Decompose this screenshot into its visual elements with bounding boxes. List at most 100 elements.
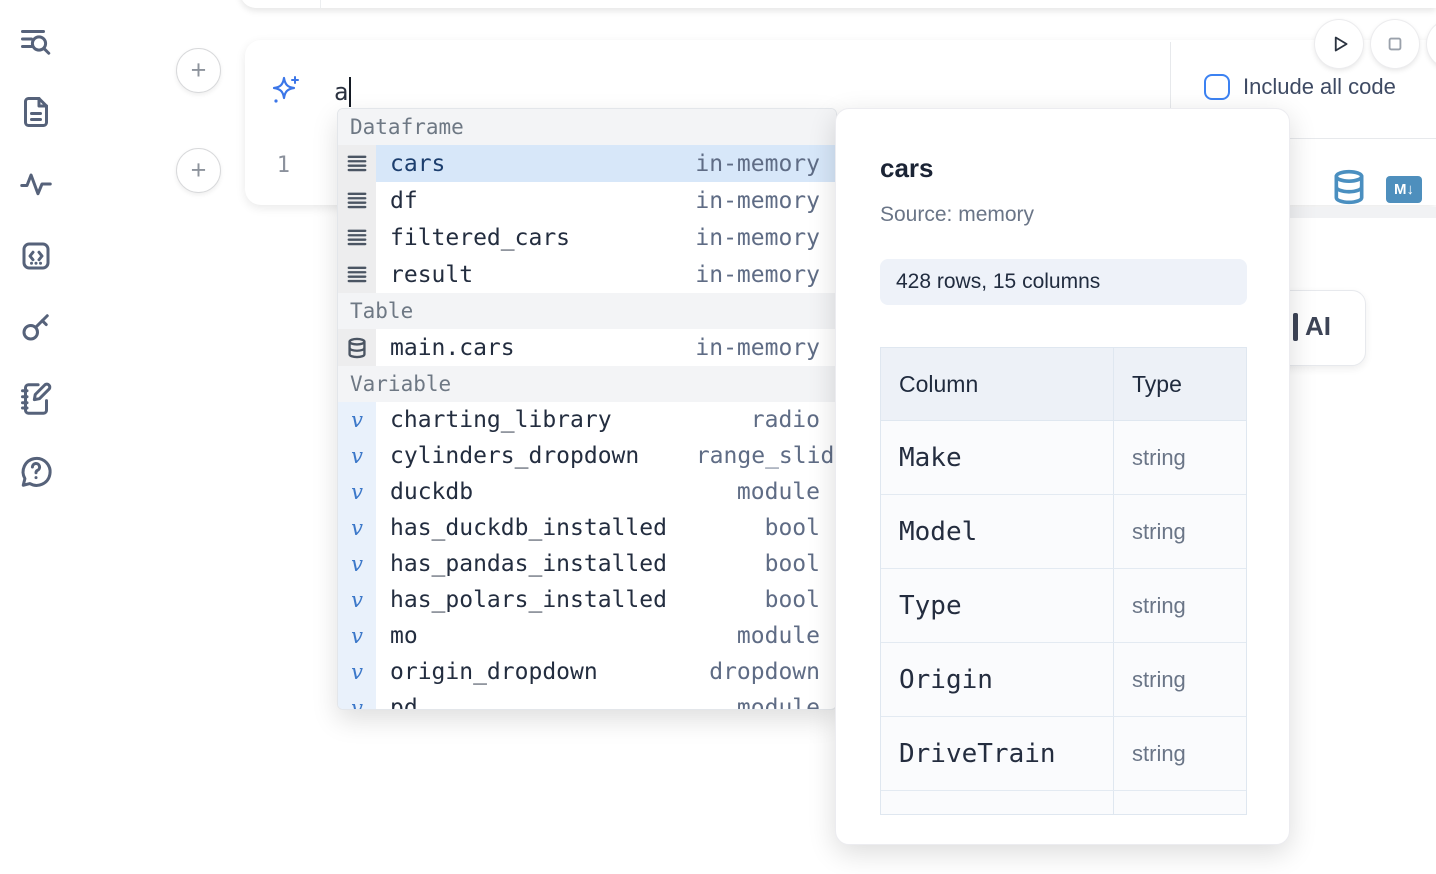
item-name: charting_library <box>390 407 612 433</box>
item-meta: module <box>736 623 820 649</box>
item-name: cylinders_dropdown <box>390 443 640 469</box>
autocomplete-item-duckdb[interactable]: v duckdb module <box>338 474 836 510</box>
item-name: mo <box>390 623 418 649</box>
previous-cell-stub <box>240 0 1436 8</box>
add-cell-below-button[interactable]: + <box>176 148 221 193</box>
item-meta: in-memory <box>695 150 820 177</box>
item-name: result <box>390 261 474 288</box>
code-snippet-icon[interactable] <box>16 236 56 276</box>
stop-button[interactable] <box>1371 20 1419 68</box>
dataframe-preview-panel: cars Source: memory 428 rows, 15 columns… <box>835 108 1290 845</box>
preview-source: Source: memory <box>880 203 1035 226</box>
ai-button-label: AI <box>1305 311 1331 341</box>
autocomplete-item-charting-library[interactable]: v charting_library radio <box>338 402 836 438</box>
item-meta: bool <box>764 551 820 577</box>
item-meta: bool <box>764 587 820 613</box>
divider <box>1170 42 1171 138</box>
column-type: string <box>1132 666 1186 692</box>
activity-icon[interactable] <box>16 164 56 204</box>
variable-icon: v <box>338 546 376 582</box>
markdown-icon[interactable]: M↓ <box>1386 176 1422 203</box>
item-name: filtered_cars <box>390 224 571 251</box>
item-name: df <box>390 187 418 214</box>
dataframe-icon <box>338 182 376 219</box>
column-type: string <box>1132 444 1186 470</box>
cell-action-icons: M↓ <box>1330 168 1422 211</box>
item-name: has_duckdb_installed <box>390 515 667 541</box>
item-meta: in-memory <box>695 334 820 361</box>
schema-row-drivetrain: DriveTrain string <box>881 717 1246 791</box>
dataframe-icon <box>338 219 376 256</box>
ai-sparkle-icon <box>272 76 299 103</box>
autocomplete-item-df[interactable]: df in-memory <box>338 182 836 219</box>
item-name: has_pandas_installed <box>390 551 667 577</box>
autocomplete-item-has-pandas-installed[interactable]: v has_pandas_installed bool <box>338 546 836 582</box>
autocomplete-dropdown: Dataframe cars in-memory df in-memory <box>337 108 837 710</box>
schema-row-make: Make string <box>881 421 1246 495</box>
add-cell-above-button[interactable]: + <box>176 48 221 93</box>
preview-schema-table: Column Type Make string Model string Typ… <box>880 347 1247 815</box>
schema-row-origin: Origin string <box>881 643 1246 717</box>
column-type: string <box>1132 518 1186 544</box>
file-document-icon[interactable] <box>16 92 56 132</box>
autocomplete-item-result[interactable]: result in-memory <box>338 256 836 293</box>
variable-icon: v <box>338 402 376 438</box>
variable-icon: v <box>338 654 376 690</box>
item-meta: dropdown <box>709 659 820 685</box>
autocomplete-item-cylinders-dropdown[interactable]: v cylinders_dropdown range_slider <box>338 438 836 474</box>
item-meta: in-memory <box>695 224 820 251</box>
table-database-icon <box>338 329 376 366</box>
autocomplete-item-main-cars[interactable]: main.cars in-memory <box>338 329 836 366</box>
database-icon[interactable] <box>1330 168 1368 211</box>
run-cell-button[interactable] <box>1315 20 1363 68</box>
ai-prompt-value: a <box>334 78 349 106</box>
item-name: pd <box>390 695 418 710</box>
autocomplete-item-has-duckdb-installed[interactable]: v has_duckdb_installed bool <box>338 510 836 546</box>
schema-row-model: Model string <box>881 495 1246 569</box>
column-name: Model <box>899 516 978 547</box>
list-search-icon[interactable] <box>16 22 56 62</box>
column-type: string <box>1132 740 1186 766</box>
item-name: has_polars_installed <box>390 587 667 613</box>
item-name: main.cars <box>390 334 515 361</box>
item-meta: module <box>736 695 820 710</box>
key-icon[interactable] <box>16 307 56 347</box>
line-number: 1 <box>276 153 290 178</box>
column-name: Origin <box>899 664 993 695</box>
autocomplete-item-has-polars-installed[interactable]: v has_polars_installed bool <box>338 582 836 618</box>
notebook-pen-icon[interactable] <box>16 379 56 419</box>
item-meta: module <box>736 479 820 505</box>
item-name: duckdb <box>390 479 474 505</box>
clipped-letter <box>1293 313 1298 341</box>
dataframe-icon <box>338 145 376 182</box>
schema-header-row: Column Type <box>881 348 1246 421</box>
section-header-table: Table <box>338 293 836 329</box>
include-all-code-label: Include all code <box>1243 74 1396 99</box>
dataframe-icon <box>338 256 376 293</box>
item-meta: in-memory <box>695 187 820 214</box>
item-name: cars <box>390 150 446 177</box>
item-meta: range_slider <box>695 443 836 469</box>
schema-header-type: Type <box>1132 370 1182 397</box>
help-chat-icon[interactable] <box>16 451 56 491</box>
variable-icon: v <box>338 510 376 546</box>
markdown-icon-label: M↓ <box>1394 181 1414 198</box>
autocomplete-item-clipped[interactable]: v pd module <box>338 690 836 710</box>
variable-icon: v <box>338 474 376 510</box>
autocomplete-item-cars[interactable]: cars in-memory <box>338 145 836 182</box>
autocomplete-item-filtered-cars[interactable]: filtered_cars in-memory <box>338 219 836 256</box>
autocomplete-item-origin-dropdown[interactable]: v origin_dropdown dropdown <box>338 654 836 690</box>
extra-round-button[interactable] <box>1427 20 1436 68</box>
variable-icon: v <box>338 618 376 654</box>
item-meta: in-memory <box>695 261 820 288</box>
include-all-code-checkbox[interactable] <box>1204 74 1230 100</box>
schema-row-type: Type string <box>881 569 1246 643</box>
schema-row-clipped <box>881 791 1246 814</box>
divider <box>1171 138 1436 139</box>
schema-header-column: Column <box>881 348 1114 420</box>
autocomplete-item-mo[interactable]: v mo module <box>338 618 836 654</box>
variable-icon: v <box>338 582 376 618</box>
text-caret <box>349 77 352 107</box>
ai-prompt-input[interactable]: a <box>334 74 352 110</box>
